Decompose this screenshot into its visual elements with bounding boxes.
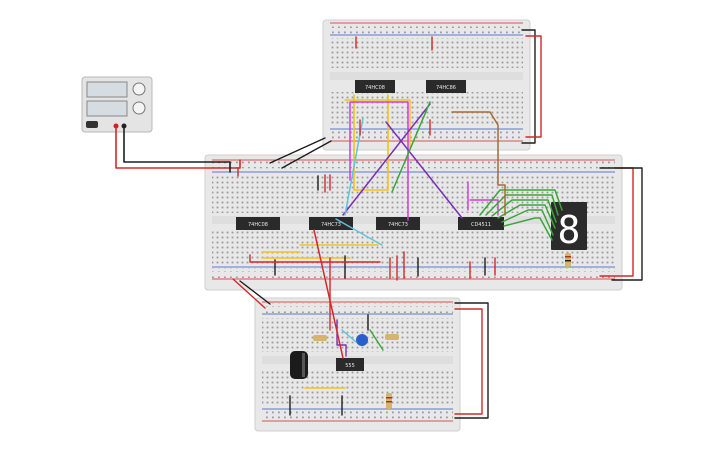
chip-74hc86-top[interactable]: 74HC86 <box>426 80 466 93</box>
chip-74hc73-b[interactable]: 74HC73 <box>376 217 420 230</box>
chip-label: CD4511 <box>471 222 491 228</box>
chip-label: 74HC08 <box>365 85 385 91</box>
chip-label: 74HC73 <box>321 222 341 228</box>
chip-label: 555 <box>345 363 355 369</box>
chip-label: 74HC73 <box>388 222 408 228</box>
electrolytic-capacitor-icon[interactable] <box>290 351 308 379</box>
chip-74hc08-top[interactable]: 74HC08 <box>355 80 395 93</box>
chip-cd4511[interactable]: CD4511 <box>458 217 504 230</box>
display-digit: 8 <box>558 208 581 252</box>
chip-74hc08-middle[interactable]: 74HC08 <box>236 217 280 230</box>
chip-555[interactable]: 555 <box>336 358 364 371</box>
resistor-icon[interactable] <box>313 334 399 409</box>
resistor-icon[interactable] <box>565 253 571 267</box>
wires <box>115 29 643 419</box>
power-supply-icon[interactable] <box>81 76 153 133</box>
ceramic-capacitor-icon[interactable] <box>356 334 368 346</box>
chip-label: 74HC08 <box>248 222 268 228</box>
chip-label: 74HC86 <box>436 85 456 91</box>
chip-74hc73-a[interactable]: 74HC73 <box>309 217 353 230</box>
seven-segment-display-icon[interactable]: 8 <box>551 202 587 252</box>
